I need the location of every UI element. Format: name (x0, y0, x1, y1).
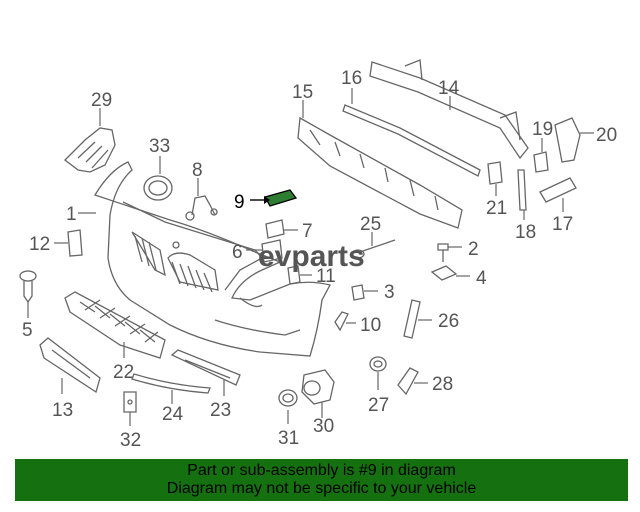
part-27-sensor-holder (369, 356, 387, 390)
part-21-bracket (487, 161, 503, 196)
watermark-logo: evparts (258, 240, 365, 273)
callout-4: 4 (476, 268, 487, 289)
part-8-bracket (185, 178, 218, 221)
part-19-bracket (533, 138, 549, 173)
callout-9: 9 (234, 192, 245, 213)
callout-13: 13 (52, 400, 73, 421)
callout-26: 26 (438, 311, 459, 332)
part-11-bracket (287, 265, 312, 285)
callout-14: 14 (438, 78, 460, 99)
part-18-rod (517, 169, 527, 220)
callout-33: 33 (149, 136, 170, 157)
part-5-clip (19, 270, 37, 318)
part-22-lower-grille (64, 291, 166, 359)
callout-18: 18 (515, 222, 536, 243)
callout-21: 21 (486, 198, 507, 219)
part-12-bracket (54, 229, 83, 257)
part-4-nut (430, 265, 470, 281)
part-6-bracket (246, 239, 283, 263)
part-32-bracket (123, 391, 137, 426)
callout-31: 31 (278, 428, 299, 449)
callout-7: 7 (302, 221, 313, 242)
footer-line-2: Diagram may not be specific to your vehi… (166, 480, 477, 497)
part-2-screw (437, 243, 462, 262)
callout-29: 29 (91, 90, 112, 111)
part-7-bracket (265, 219, 298, 239)
callout-3: 3 (384, 282, 395, 303)
callout-15: 15 (292, 82, 313, 103)
footer-banner: Part or sub-assembly is #9 in diagram Di… (15, 459, 628, 501)
callout-28: 28 (432, 374, 453, 395)
part-23-trim (170, 349, 241, 396)
callout-20: 20 (596, 125, 617, 146)
part-17-trim (539, 177, 577, 212)
callout-19: 19 (532, 119, 553, 140)
part-10-bracket (334, 311, 356, 332)
callout-25: 25 (360, 214, 381, 235)
footer-line-1: Part or sub-assembly is #9 in diagram (187, 462, 456, 479)
part-3-clip (351, 284, 378, 301)
part-25-hose (351, 232, 396, 259)
part-31-sensor-ring (278, 389, 298, 424)
callout-32: 32 (120, 430, 141, 451)
part-24-trim-strip (131, 373, 211, 404)
part-26-strip (403, 299, 432, 339)
part-15-absorber (297, 100, 463, 229)
part-29-air-duct (64, 108, 116, 173)
callout-12: 12 (29, 234, 50, 255)
parts-diagram: 29 33 8 9 1 12 (19, 59, 617, 451)
callout-8: 8 (192, 160, 203, 181)
part-13-plate-bracket (39, 337, 101, 394)
callout-24: 24 (162, 404, 184, 425)
part-30-parking-sensor (301, 369, 335, 418)
callout-2: 2 (468, 239, 479, 260)
callout-22: 22 (113, 362, 134, 383)
part-28-bracket (397, 367, 428, 396)
callout-27: 27 (368, 395, 389, 416)
callout-23: 23 (210, 400, 231, 421)
callout-17: 17 (552, 214, 573, 235)
callout-5: 5 (22, 320, 33, 341)
part-20-bracket (554, 117, 594, 163)
callout-1: 1 (66, 204, 77, 225)
part-14-reinforcement (369, 59, 529, 160)
callout-6: 6 (232, 242, 243, 263)
part-16-bar (342, 88, 481, 177)
callout-10: 10 (360, 315, 381, 336)
part-1-bumper-cover (78, 161, 331, 357)
callout-30: 30 (313, 416, 334, 437)
part-33-emblem (143, 156, 173, 201)
callout-11: 11 (316, 266, 336, 287)
part-9-highlighted (250, 189, 298, 207)
callout-16: 16 (341, 68, 362, 89)
